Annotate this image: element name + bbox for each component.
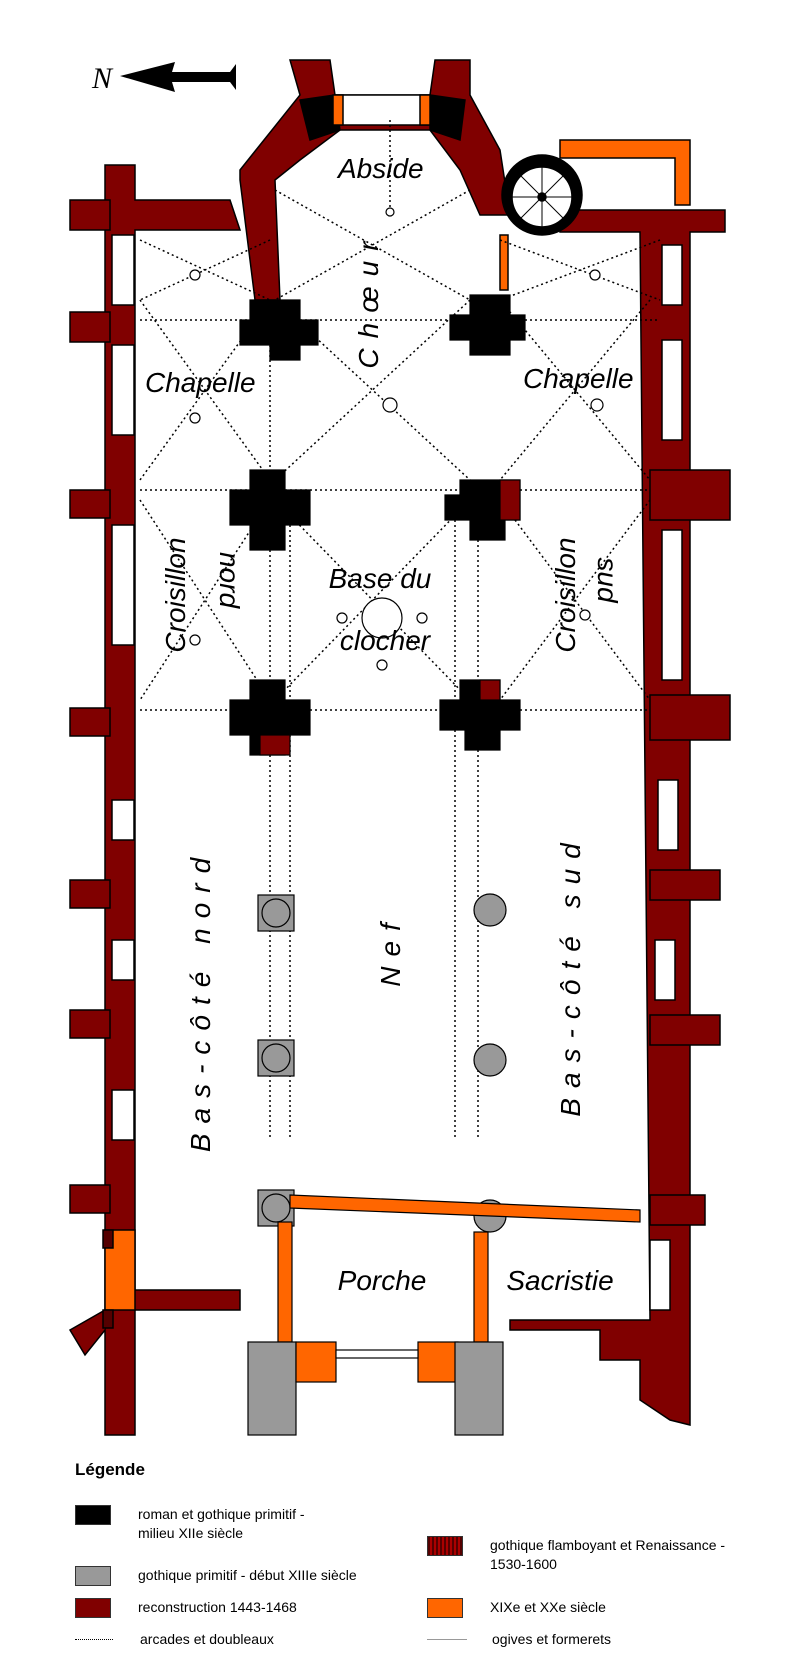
label-base-clocher-2: clocher	[340, 625, 432, 656]
label-bas-cote-sud: Bas-côté sud	[555, 833, 586, 1116]
label-croisillon-nord: Croisillon	[160, 537, 191, 652]
label-nef: Nef	[375, 913, 406, 987]
label-choeur: Chœur	[353, 231, 384, 368]
legend-item-xix: XIXe et XXe siècle	[427, 1598, 606, 1618]
floor-plan: N	[68, 59, 731, 1436]
dotted-line-sample	[75, 1639, 113, 1640]
north-arrow-icon: N	[91, 62, 236, 95]
label-croisillon-nord-2: nord	[214, 552, 245, 609]
legend-item-arcades: arcades et doubleaux	[75, 1630, 274, 1649]
room-labels: Abside Chœur Chapelle Chapelle Croisillo…	[145, 153, 634, 1296]
legend-title: Légende	[75, 1460, 145, 1479]
piers	[229, 294, 641, 1436]
svg-text:N: N	[91, 62, 114, 95]
swatch-striped	[427, 1536, 463, 1556]
label-croisillon-sud: Croisillon	[550, 537, 581, 652]
label-chapelle-nord: Chapelle	[145, 367, 256, 398]
label-chapelle-sud: Chapelle	[523, 363, 634, 394]
legend-item-roman: roman et gothique primitif -milieu XIIe …	[75, 1505, 305, 1543]
legend-item-gothique-primitif: gothique primitif - début XIIIe siècle	[75, 1566, 357, 1586]
label-porche: Porche	[338, 1265, 427, 1296]
thin-line-sample	[427, 1639, 467, 1640]
swatch-gray	[75, 1566, 111, 1586]
label-base-clocher: Base du	[329, 563, 432, 594]
swatch-orange	[427, 1598, 463, 1618]
label-bas-cote-nord: Bas-côté nord	[185, 848, 216, 1152]
legend-item-reconstruction: reconstruction 1443-1468	[75, 1598, 297, 1618]
label-abside: Abside	[336, 153, 424, 184]
label-croisillon-sud-2: sud	[592, 557, 623, 604]
swatch-darkred	[75, 1598, 111, 1618]
vault-lines	[139, 120, 661, 1140]
swatch-black	[75, 1505, 111, 1525]
legend-item-ogives: ogives et formerets	[427, 1630, 611, 1649]
label-sacristie: Sacristie	[506, 1265, 613, 1296]
walls	[68, 59, 731, 1436]
legend-item-flamboyant: gothique flamboyant et Renaissance -1530…	[427, 1536, 725, 1574]
